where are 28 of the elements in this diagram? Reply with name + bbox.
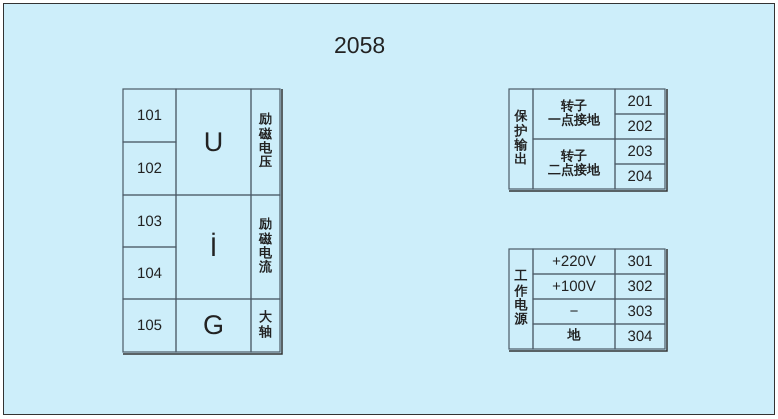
signal-description: 转子二点接地 — [548, 150, 600, 178]
terminal-label: 104 — [136, 264, 162, 282]
terminal-label: 303 — [627, 303, 653, 320]
terminal-label: 302 — [627, 278, 653, 295]
signal-symbol: U — [204, 126, 224, 158]
signal-symbol: İ — [210, 232, 218, 262]
vertical-heading: 励磁电压 — [259, 113, 272, 171]
terminal-label: 102 — [136, 160, 162, 177]
terminal-label: 103 — [136, 212, 162, 230]
vertical-heading: 工作电源 — [514, 270, 528, 328]
vertical-heading: 励磁电流 — [259, 218, 272, 276]
terminal-label: +100V — [552, 278, 596, 295]
terminal-label: 301 — [627, 253, 653, 270]
terminal-label: 201 — [627, 93, 653, 110]
title: 2058 — [334, 32, 386, 59]
vertical-heading: 保护输出 — [514, 110, 528, 168]
terminal-label: 203 — [627, 143, 653, 160]
signal-description: 地 — [568, 329, 580, 344]
vertical-heading: 大轴 — [259, 311, 272, 340]
signal-symbol: G — [202, 310, 224, 341]
terminal-label: 202 — [627, 118, 653, 135]
terminal-label: 304 — [627, 328, 653, 345]
terminal-label: 105 — [136, 317, 162, 334]
signal-description: 转子一点接地 — [548, 100, 600, 128]
terminal-label: − — [570, 303, 578, 320]
terminal-label: 101 — [136, 107, 162, 124]
terminal-label: +220V — [552, 253, 596, 270]
terminal-label: 204 — [627, 168, 653, 185]
